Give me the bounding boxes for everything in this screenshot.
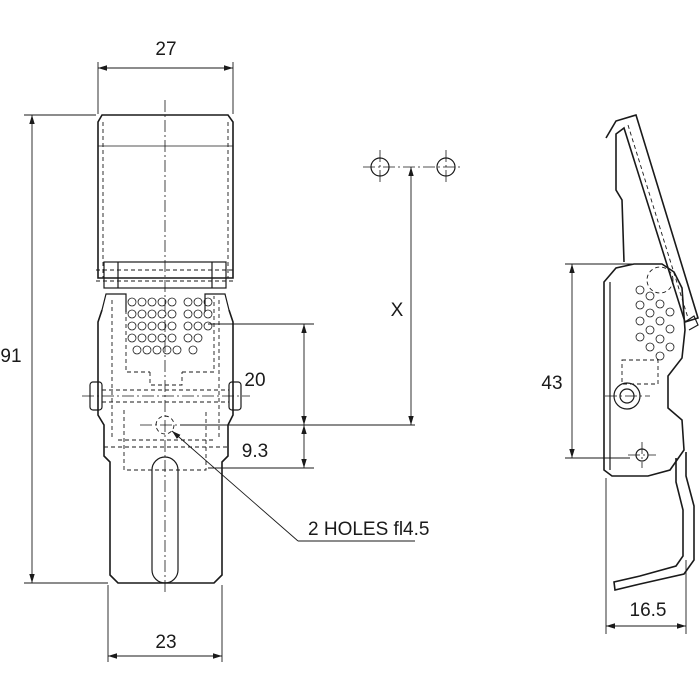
height-side-label: 43 bbox=[541, 373, 562, 394]
dim-width-bottom: 23 bbox=[107, 585, 223, 662]
offset-9-3-label: 9.3 bbox=[242, 441, 268, 462]
holes-note-label: 2 HOLES fl4.5 bbox=[308, 519, 429, 540]
hole-pattern: X bbox=[363, 150, 463, 425]
width-top-label: 27 bbox=[155, 39, 176, 60]
spacing-x-label: X bbox=[391, 300, 404, 321]
dim-depth-side: 16.5 bbox=[605, 478, 687, 634]
holes-note: 2 HOLES fl4.5 bbox=[171, 430, 429, 542]
front-view bbox=[82, 100, 250, 595]
spring-coils bbox=[125, 296, 215, 386]
dim-height-side: 43 bbox=[541, 263, 634, 459]
side-spring bbox=[635, 285, 675, 361]
width-bottom-label: 23 bbox=[155, 632, 176, 653]
side-view bbox=[603, 114, 699, 591]
depth-side-label: 16.5 bbox=[630, 600, 667, 621]
mounting-slot bbox=[151, 456, 179, 584]
dim-hole-spacing: 20 9.3 bbox=[180, 323, 415, 469]
dim-height-total: 91 bbox=[0, 114, 108, 584]
dim-width-top: 27 bbox=[97, 39, 234, 114]
spacing-20-label: 20 bbox=[244, 370, 265, 391]
height-total-label: 91 bbox=[0, 346, 21, 367]
